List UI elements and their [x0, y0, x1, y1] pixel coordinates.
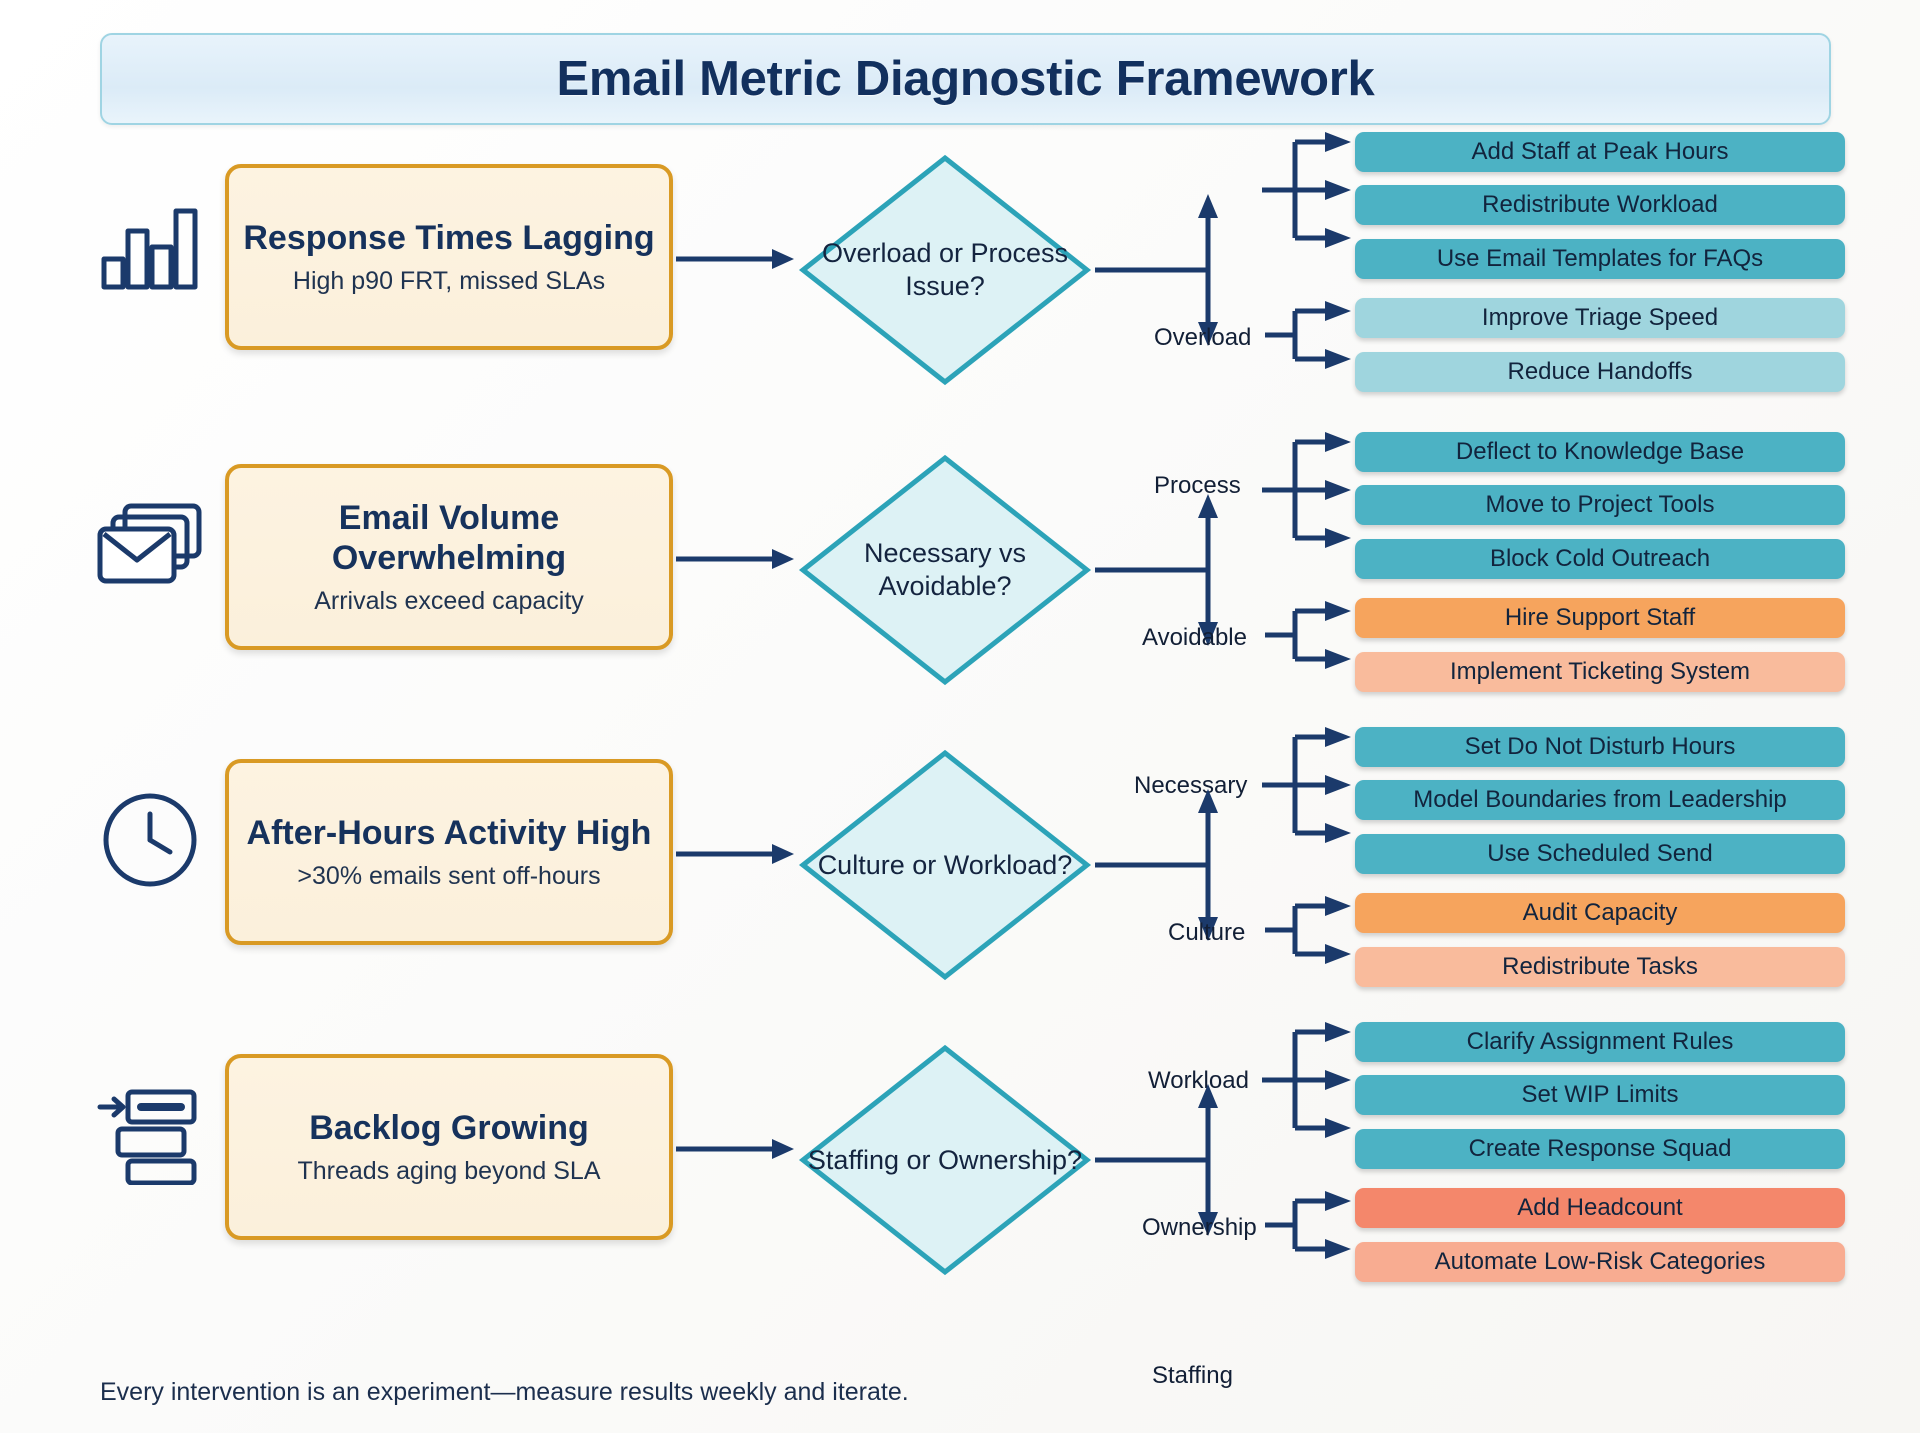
problem-card: After-Hours Activity High >30% emails se… [225, 759, 673, 945]
action-chip[interactable]: Set Do Not Disturb Hours [1355, 727, 1845, 767]
action-chip[interactable]: Block Cold Outreach [1355, 539, 1845, 579]
action-chip[interactable]: Implement Ticketing System [1355, 652, 1845, 692]
branch-label-secondary: Workload [1148, 1067, 1249, 1094]
problem-subtitle: High p90 FRT, missed SLAs [292, 267, 606, 296]
problem-title: Response Times Lagging [243, 218, 655, 257]
action-chip[interactable]: Use Email Templates for FAQs [1355, 239, 1845, 279]
problem-title: Email Volume Overwhelming [331, 498, 567, 577]
action-chip[interactable]: Reduce Handoffs [1355, 352, 1845, 392]
branch-label-primary: Avoidable [1142, 624, 1247, 651]
diagnostic-row-after-hours: After-Hours Activity High >30% emails se… [0, 727, 1920, 1094]
decision-diamond: Culture or Workload? [795, 745, 1095, 985]
backlog-queue-icon [95, 1080, 205, 1190]
branch-label-secondary: Necessary [1134, 772, 1248, 799]
action-chip[interactable]: Audit Capacity [1355, 893, 1845, 933]
action-chip[interactable]: Improve Triage Speed [1355, 298, 1845, 338]
problem-subtitle: Arrivals exceed capacity [314, 587, 584, 616]
decision-diamond: Staffing or Ownership? [795, 1040, 1095, 1280]
arrow-card-to-decision [676, 549, 794, 569]
branch-label-primary: Overload [1154, 324, 1252, 351]
action-chip[interactable]: Add Headcount [1355, 1188, 1845, 1228]
problem-title: Backlog Growing [309, 1108, 589, 1147]
action-chip[interactable]: Use Scheduled Send [1355, 834, 1845, 874]
problem-card: Response Times Lagging High p90 FRT, mis… [225, 164, 673, 350]
stacked-envelopes-icon [95, 490, 205, 600]
branch-connectors [1095, 432, 1351, 669]
action-chip[interactable]: Hire Support Staff [1355, 598, 1845, 638]
problem-subtitle: Threads aging beyond SLA [297, 1157, 601, 1186]
arrow-card-to-decision [676, 249, 794, 269]
action-chip[interactable]: Model Boundaries from Leadership [1355, 780, 1845, 820]
problem-card: Backlog Growing Threads aging beyond SLA [225, 1054, 673, 1240]
diagnostic-row-backlog: Backlog Growing Threads aging beyond SLA… [0, 1022, 1920, 1389]
bar-chart-icon [95, 190, 205, 300]
action-chip[interactable]: Redistribute Tasks [1355, 947, 1845, 987]
diagnostic-row-response-times: Response Times Lagging High p90 FRT, mis… [0, 132, 1920, 499]
footer-note: Every intervention is an experiment—meas… [100, 1378, 909, 1406]
diagnostic-row-email-volume: Email Volume Overwhelming Arrivals excee… [0, 432, 1920, 799]
decision-diamond: Necessary vs Avoidable? [795, 450, 1095, 690]
branch-label-secondary: Staffing [1152, 1362, 1233, 1389]
action-chip[interactable]: Automate Low-Risk Categories [1355, 1242, 1845, 1282]
branch-connectors [1095, 132, 1351, 369]
action-chip[interactable]: Add Staff at Peak Hours [1355, 132, 1845, 172]
branch-connectors [1095, 727, 1351, 964]
arrow-card-to-decision [676, 1139, 794, 1159]
action-chip[interactable]: Redistribute Workload [1355, 185, 1845, 225]
problem-subtitle: >30% emails sent off-hours [297, 862, 601, 891]
branch-label-secondary: Process [1154, 472, 1241, 499]
action-chip[interactable]: Move to Project Tools [1355, 485, 1845, 525]
decision-diamond: Overload or Process Issue? [795, 150, 1095, 390]
page-title: Email Metric Diagnostic Framework [556, 52, 1375, 106]
page-title-banner: Email Metric Diagnostic Framework [100, 33, 1831, 125]
action-chip[interactable]: Create Response Squad [1355, 1129, 1845, 1169]
branch-label-primary: Ownership [1142, 1214, 1257, 1241]
branch-connectors [1095, 1022, 1351, 1259]
action-chip[interactable]: Clarify Assignment Rules [1355, 1022, 1845, 1062]
arrow-card-to-decision [676, 844, 794, 864]
problem-title: After-Hours Activity High [246, 813, 652, 852]
action-chip[interactable]: Set WIP Limits [1355, 1075, 1845, 1115]
branch-label-primary: Culture [1168, 919, 1246, 946]
problem-card: Email Volume Overwhelming Arrivals excee… [225, 464, 673, 650]
clock-icon [95, 785, 205, 895]
action-chip[interactable]: Deflect to Knowledge Base [1355, 432, 1845, 472]
